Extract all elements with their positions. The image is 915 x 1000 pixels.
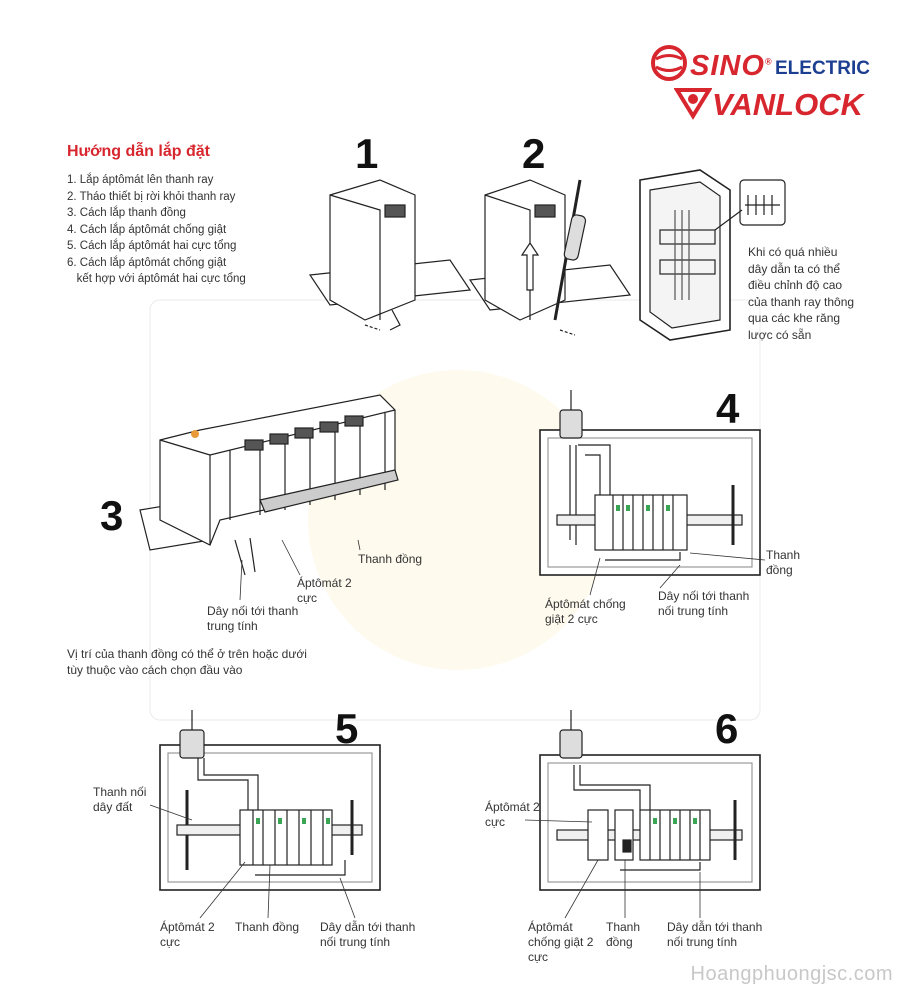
fig3-busbar-label: Thanh đồng	[358, 552, 423, 566]
fig3-breaker-row	[139, 394, 399, 576]
brand-sino: SINO®	[690, 50, 773, 82]
fig6-rcbo-label: Áptômát chống giật 2 cực	[528, 920, 594, 964]
fig5-busbar-label: Thanh đồng	[235, 920, 300, 934]
leader-lines	[149, 539, 766, 919]
step-item: kết hợp với áptômát hai cực tổng	[67, 273, 246, 285]
step-item: 5. Cách lắp áptômát hai cực tổng	[67, 240, 237, 252]
fig3-note: Vị trí của thanh đồng có thể ở trên hoặc…	[67, 647, 307, 677]
fig5-breaker2p-label: Áptômát 2 cực	[160, 920, 215, 949]
sino-logo-mark	[651, 45, 687, 81]
fig4-panel	[539, 390, 761, 576]
watermark: Hoangphuongjsc.com	[690, 963, 893, 985]
fig6-breaker2p-label: Áptômát 2 cực	[485, 800, 540, 829]
fig2-breaker-screwdriver	[468, 179, 632, 336]
fig4-neutral-label: Dây nối tới thanh nối trung tính	[658, 589, 750, 618]
guide-title: Hướng dẫn lắp đặt	[67, 143, 210, 160]
figure-number-2: 2	[522, 130, 546, 177]
fig2-enclosure	[639, 169, 786, 341]
step-item: 3. Cách lắp thanh đồng	[67, 207, 186, 219]
fig6-panel	[539, 710, 761, 891]
figure-number-5: 5	[335, 705, 359, 752]
step-item: 6. Cách lắp áptômát chống giật	[67, 256, 227, 269]
figure-number-6: 6	[715, 705, 739, 752]
figure-number-3: 3	[100, 492, 124, 539]
figure-number-4: 4	[716, 385, 740, 432]
sino-logo	[650, 44, 690, 87]
fig3-breaker2p-label: Áptômát 2 cực	[297, 576, 352, 605]
figure-number-1: 1	[355, 130, 379, 177]
fig2-note: Khi có quá nhiều dây dẫn ta có thể điều …	[748, 245, 855, 342]
brand-electric: ELECTRIC	[775, 58, 870, 79]
fig4-rcbo-label: Áptômát chống giật 2 cực	[545, 597, 626, 626]
fig6-busbar-label: Thanh đồng	[606, 920, 641, 949]
vanlock-logo-mark	[673, 86, 713, 125]
fig4-busbar-label: Thanh đồng	[766, 548, 801, 577]
guide-steps: 1. Lắp áptômát lên thanh ray 2. Tháo thi…	[67, 172, 327, 288]
fig5-neutral-label: Dây dẫn tới thanh nối trung tính	[320, 920, 416, 949]
fig5-ground-bar-label: Thanh nối dây đất	[93, 785, 147, 814]
fig1-breaker-rail	[308, 179, 472, 331]
step-item: 4. Cách lắp áptômát chống giật	[67, 223, 227, 236]
fig6-neutral-label: Dây dẫn tới thanh nối trung tính	[667, 920, 763, 949]
fig3-neutral-label: Dây nối tới thanh trung tính	[207, 604, 299, 633]
breaker-green-marks	[256, 505, 697, 824]
step-item: 1. Lắp áptômát lên thanh ray	[67, 174, 214, 186]
brand-vanlock: VANLOCK	[712, 87, 863, 122]
step-item: 2. Tháo thiết bị rời khỏi thanh ray	[67, 190, 236, 203]
